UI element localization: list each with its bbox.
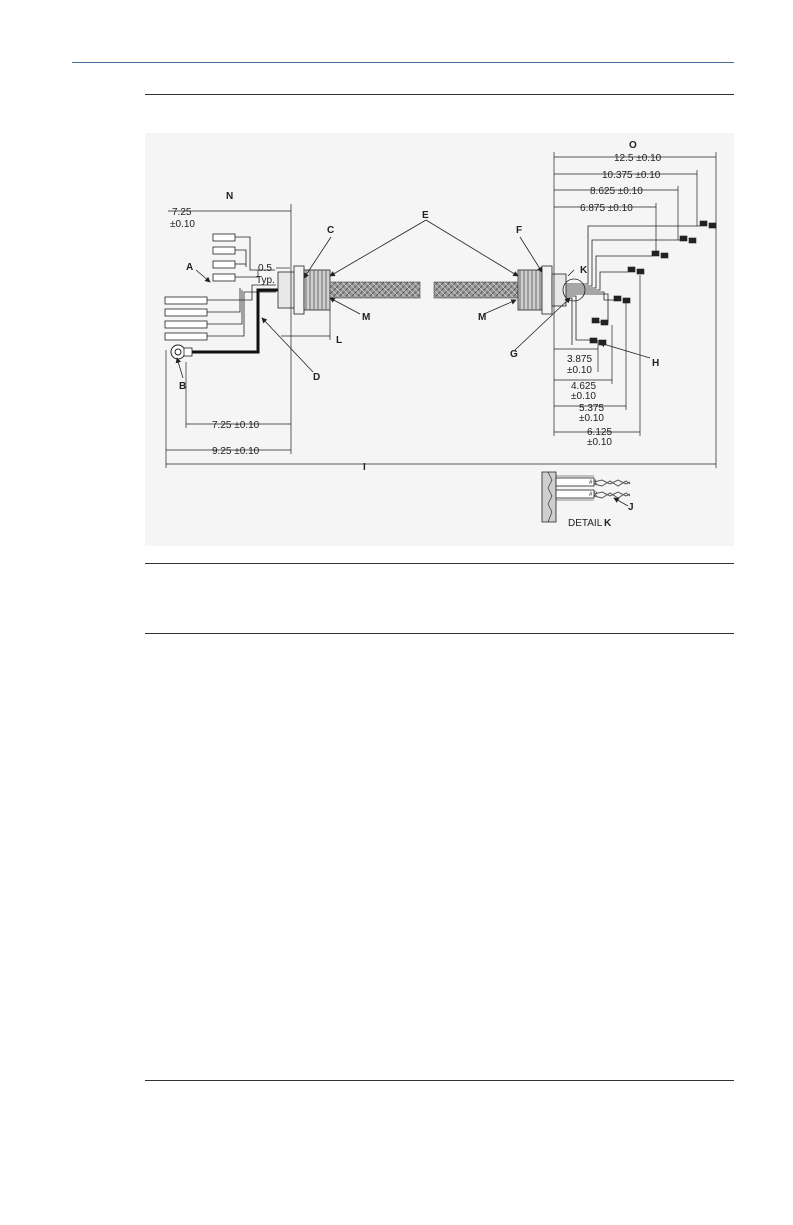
figure-top-rule (145, 94, 734, 95)
dim-overall-left: 9.25 ±0.10 (212, 446, 260, 457)
dim-left-725-tol: ±0.10 (170, 219, 195, 230)
callout-e: E (422, 210, 429, 221)
dim-o-125: 12.5 ±0.10 (614, 153, 662, 164)
callout-i: I (363, 462, 366, 473)
header-rule (72, 62, 734, 63)
dim-o-6875: 6.875 ±0.10 (580, 203, 633, 214)
dim-typ-value: 0.5 (258, 263, 272, 274)
callout-b: B (179, 381, 186, 392)
callout-j: J (628, 502, 634, 513)
detail-k-inset (542, 472, 630, 522)
dim-h-4625-tol: ±0.10 (571, 391, 596, 402)
callout-c: C (327, 225, 334, 236)
detail-label: DETAIL (568, 518, 603, 529)
dim-left-725: 7.25 (172, 207, 192, 218)
detail-label-letter: K (604, 518, 612, 529)
callout-h: H (652, 358, 659, 369)
cable-braid-left (330, 282, 420, 298)
callout-l: L (336, 335, 342, 346)
section-rule (145, 633, 734, 634)
cable-braid-right (434, 282, 518, 298)
dim-h-3875-tol: ±0.10 (567, 365, 592, 376)
dim-h-6125-tol: ±0.10 (587, 437, 612, 448)
callout-f: F (516, 225, 522, 236)
callout-o: O (629, 140, 637, 151)
page-bottom-rule (145, 1080, 734, 1081)
detail-wire-1: # 1 (589, 480, 598, 486)
cable-diagram: N A B C D E F G H I J K L M M O 7.25 ±0.… (145, 133, 734, 546)
left-connector (278, 266, 330, 314)
detail-wire-2: # 2 (589, 492, 598, 498)
dim-b-length: 7.25 ±0.10 (212, 420, 260, 431)
dim-typ-label: Typ. (256, 275, 275, 286)
dim-o-10375: 10.375 ±0.10 (602, 170, 661, 181)
dim-o-8625: 8.625 ±0.10 (590, 186, 643, 197)
callout-n: N (226, 191, 233, 202)
callout-m-left: M (362, 312, 370, 323)
callout-m-right: M (478, 312, 486, 323)
dim-h-5375-tol: ±0.10 (579, 413, 604, 424)
callout-g: G (510, 349, 518, 360)
callout-a: A (186, 262, 193, 273)
figure-bottom-rule (145, 563, 734, 564)
dim-h-3875: 3.875 (567, 354, 592, 365)
right-leads (566, 226, 700, 345)
callout-d: D (313, 372, 320, 383)
callout-k: K (580, 265, 588, 276)
